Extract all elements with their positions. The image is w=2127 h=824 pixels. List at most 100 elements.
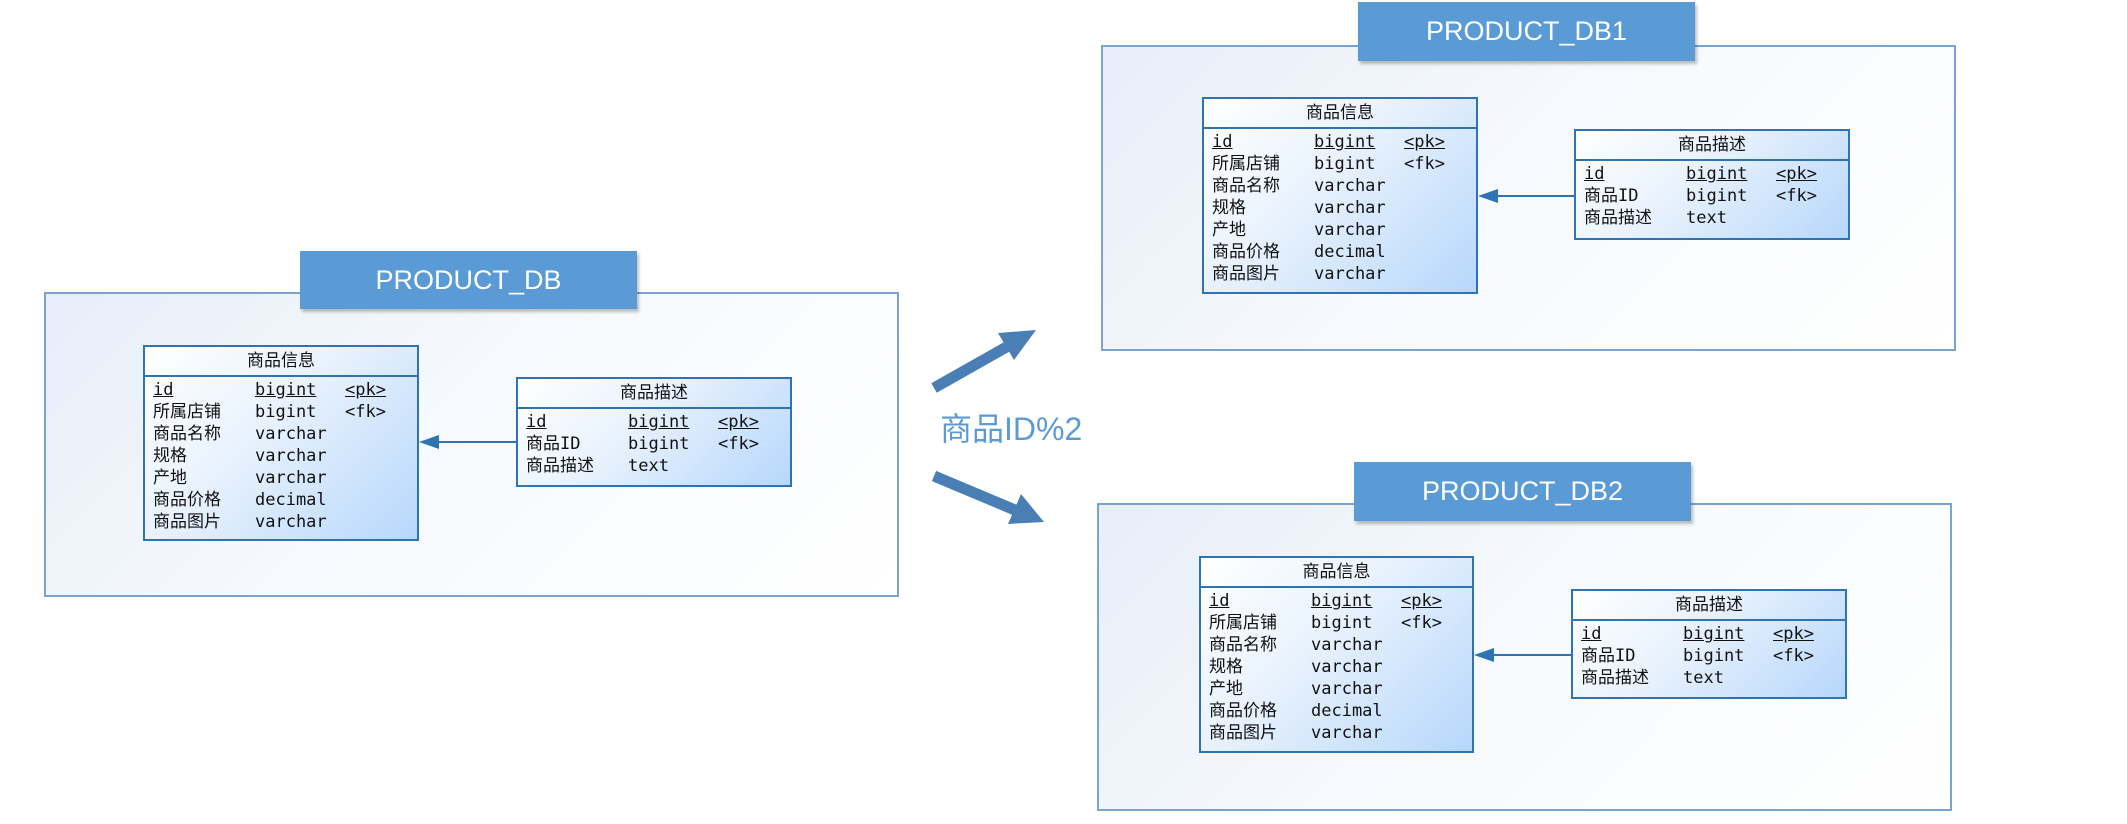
field-type: varchar (1314, 198, 1386, 218)
field-name: 规格 (153, 446, 187, 466)
field-type: bigint (1311, 613, 1373, 633)
field-type: decimal (255, 490, 327, 510)
field-type: bigint (628, 412, 690, 432)
field-name: 产地 (1212, 220, 1246, 240)
field-key: <fk> (345, 402, 386, 422)
field-type: varchar (255, 468, 327, 488)
field-name: 所属店铺 (1212, 154, 1280, 174)
field-name: id (1584, 164, 1605, 184)
field-type: bigint (1686, 186, 1748, 206)
entity-header: 商品信息 (145, 347, 417, 377)
field-type: bigint (1314, 132, 1376, 152)
field-name: 商品描述 (1581, 668, 1649, 688)
field-type: bigint (1686, 164, 1748, 184)
field-key: <pk> (1776, 164, 1817, 184)
entity-field-row: 所属店铺 bigint <fk> (1209, 612, 1472, 634)
entity-field-row: 商品价格 decimal (1212, 241, 1476, 263)
field-name: 商品ID (526, 434, 581, 454)
field-name: 规格 (1209, 657, 1243, 677)
entity-header: 商品信息 (1201, 558, 1472, 588)
field-name: 商品价格 (1209, 701, 1277, 721)
database-title-product-db2: PRODUCT_DB2 (1354, 462, 1691, 521)
field-type: bigint (628, 434, 690, 454)
shard-arrow-down (931, 470, 1044, 524)
field-name: 商品ID (1581, 646, 1636, 666)
field-name: 商品图片 (153, 512, 221, 532)
field-type: varchar (1311, 723, 1383, 743)
fk-relation-line (1481, 654, 1571, 656)
shard-arrow-up (931, 330, 1036, 393)
field-key: <fk> (718, 434, 759, 454)
field-type: text (1686, 208, 1727, 228)
field-type: varchar (1311, 635, 1383, 655)
entity-field-row: 规格 varchar (153, 445, 417, 467)
field-type: varchar (255, 512, 327, 532)
field-type: text (1683, 668, 1724, 688)
entity-header: 商品描述 (1576, 131, 1848, 161)
field-name: 商品名称 (1212, 176, 1280, 196)
shard-rule-label: 商品ID%2 (940, 411, 1083, 447)
field-type: varchar (1311, 679, 1383, 699)
field-name: id (526, 412, 547, 432)
field-name: 商品价格 (1212, 242, 1280, 262)
fk-relation-line (426, 441, 516, 443)
entity-field-row: 商品名称 varchar (153, 423, 417, 445)
field-key: <fk> (1773, 646, 1814, 666)
field-type: bigint (1311, 591, 1373, 611)
field-name: 规格 (1212, 198, 1246, 218)
entity-header: 商品描述 (518, 379, 790, 409)
field-name: 所属店铺 (153, 402, 221, 422)
field-type: varchar (255, 446, 327, 466)
field-key: <fk> (1401, 613, 1442, 633)
field-key: <pk> (1773, 624, 1814, 644)
field-name: 商品名称 (153, 424, 221, 444)
field-type: bigint (1683, 646, 1745, 666)
field-name: id (1581, 624, 1602, 644)
entity-field-row: 规格 varchar (1212, 197, 1476, 219)
field-name: 产地 (153, 468, 187, 488)
field-name: 商品描述 (1584, 208, 1652, 228)
field-type: varchar (255, 424, 327, 444)
entity-field-row: id bigint <pk> (526, 411, 790, 433)
field-type: bigint (255, 402, 317, 422)
entity-field-row: 商品描述 text (1581, 667, 1845, 689)
fk-arrowhead (1478, 189, 1498, 203)
field-type: varchar (1314, 264, 1386, 284)
fk-relation-line (1485, 195, 1574, 197)
field-type: bigint (255, 380, 317, 400)
entity-field-row: id bigint <pk> (1584, 163, 1848, 185)
entity-field-row: 商品价格 decimal (153, 489, 417, 511)
field-key: <pk> (1401, 591, 1442, 611)
field-name: 商品价格 (153, 490, 221, 510)
field-key: <pk> (718, 412, 759, 432)
field-type: decimal (1314, 242, 1386, 262)
field-type: text (628, 456, 669, 476)
field-type: bigint (1314, 154, 1376, 174)
field-name: 所属店铺 (1209, 613, 1277, 633)
